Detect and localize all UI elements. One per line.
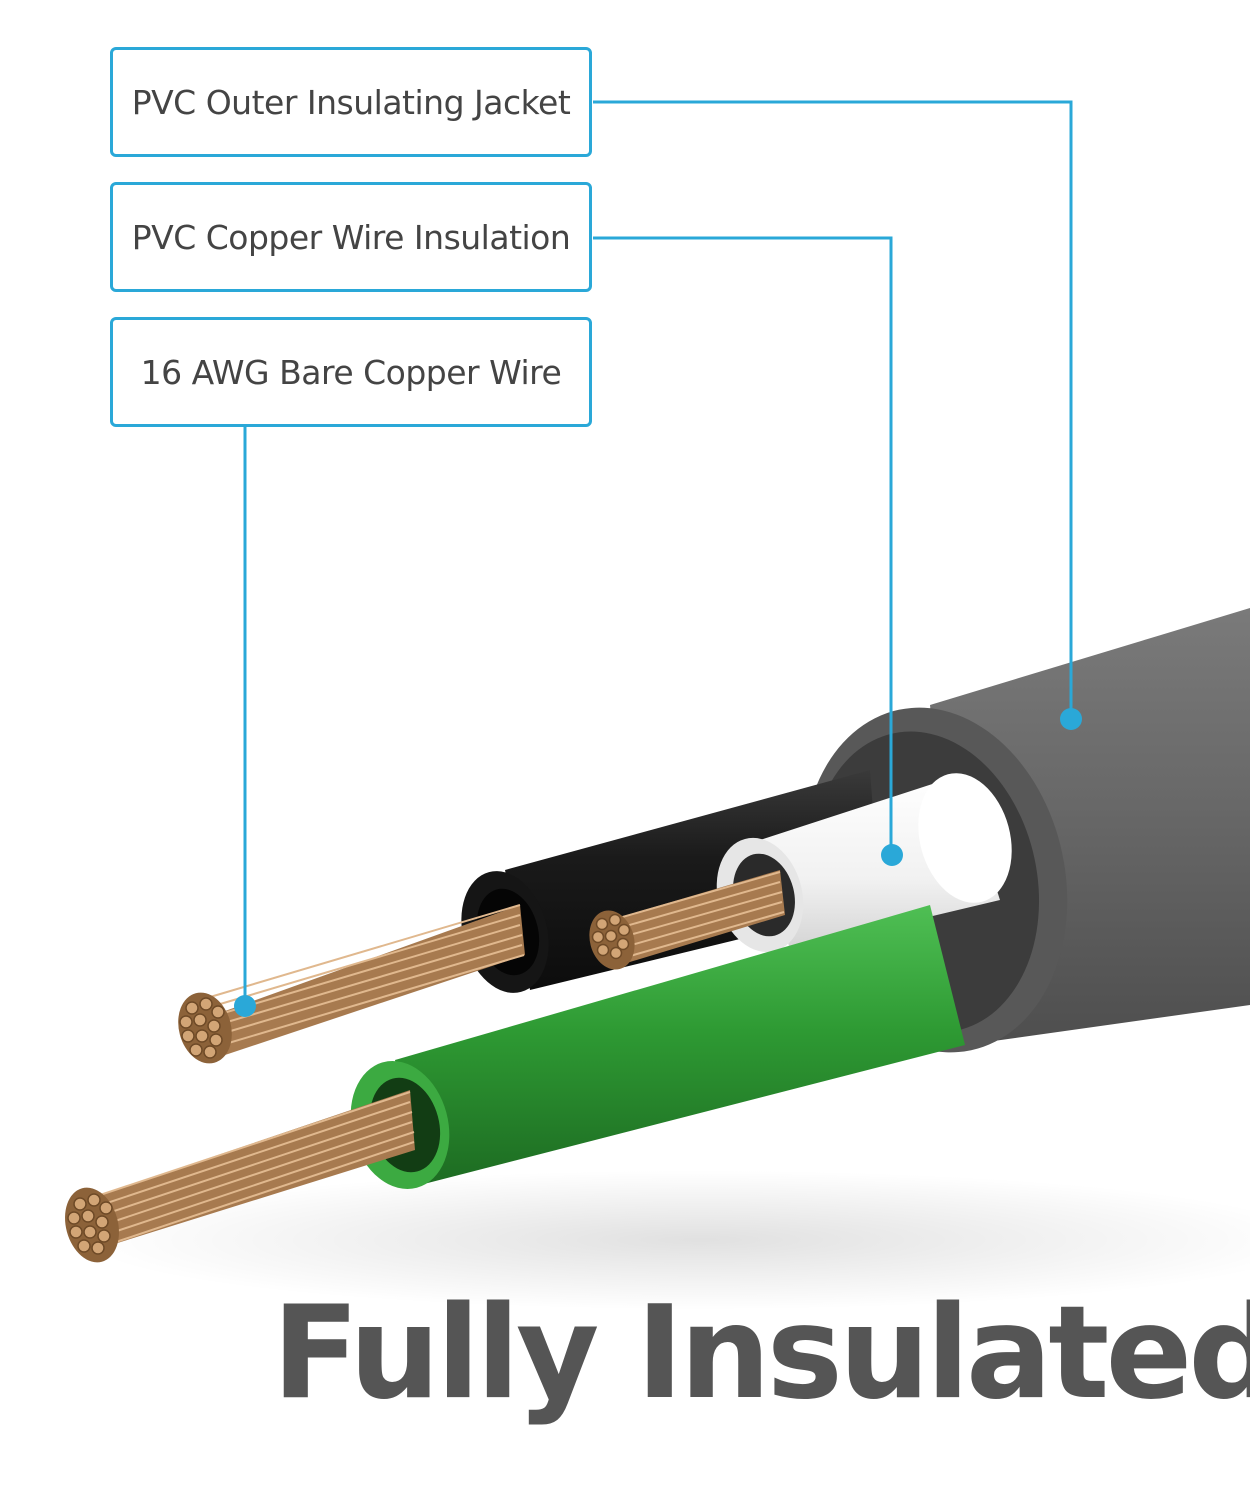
copper-strands-white-wire	[589, 870, 785, 970]
callout-label: PVC Outer Insulating Jacket	[131, 82, 571, 122]
leader-line-outer-jacket	[593, 100, 1073, 718]
callout-label: PVC Copper Wire Insulation	[131, 217, 571, 257]
callout-label: 16 AWG Bare Copper Wire	[140, 352, 562, 392]
copper-strands-green-wire	[65, 1090, 415, 1263]
callout-copper-wire: 16 AWG Bare Copper Wire	[110, 317, 592, 427]
marker-dot-copper-wire	[234, 995, 256, 1017]
callout-outer-jacket: PVC Outer Insulating Jacket	[110, 47, 592, 157]
marker-dot-wire-insulation	[881, 844, 903, 866]
marker-dot-outer-jacket	[1060, 708, 1082, 730]
cable-shadow	[80, 1170, 1250, 1310]
leader-line-wire-insulation	[593, 236, 893, 855]
callout-wire-insulation: PVC Copper Wire Insulation	[110, 182, 592, 292]
headline-text: Fully Insulated	[272, 1279, 1250, 1428]
copper-strands-black-wire	[178, 904, 525, 1064]
